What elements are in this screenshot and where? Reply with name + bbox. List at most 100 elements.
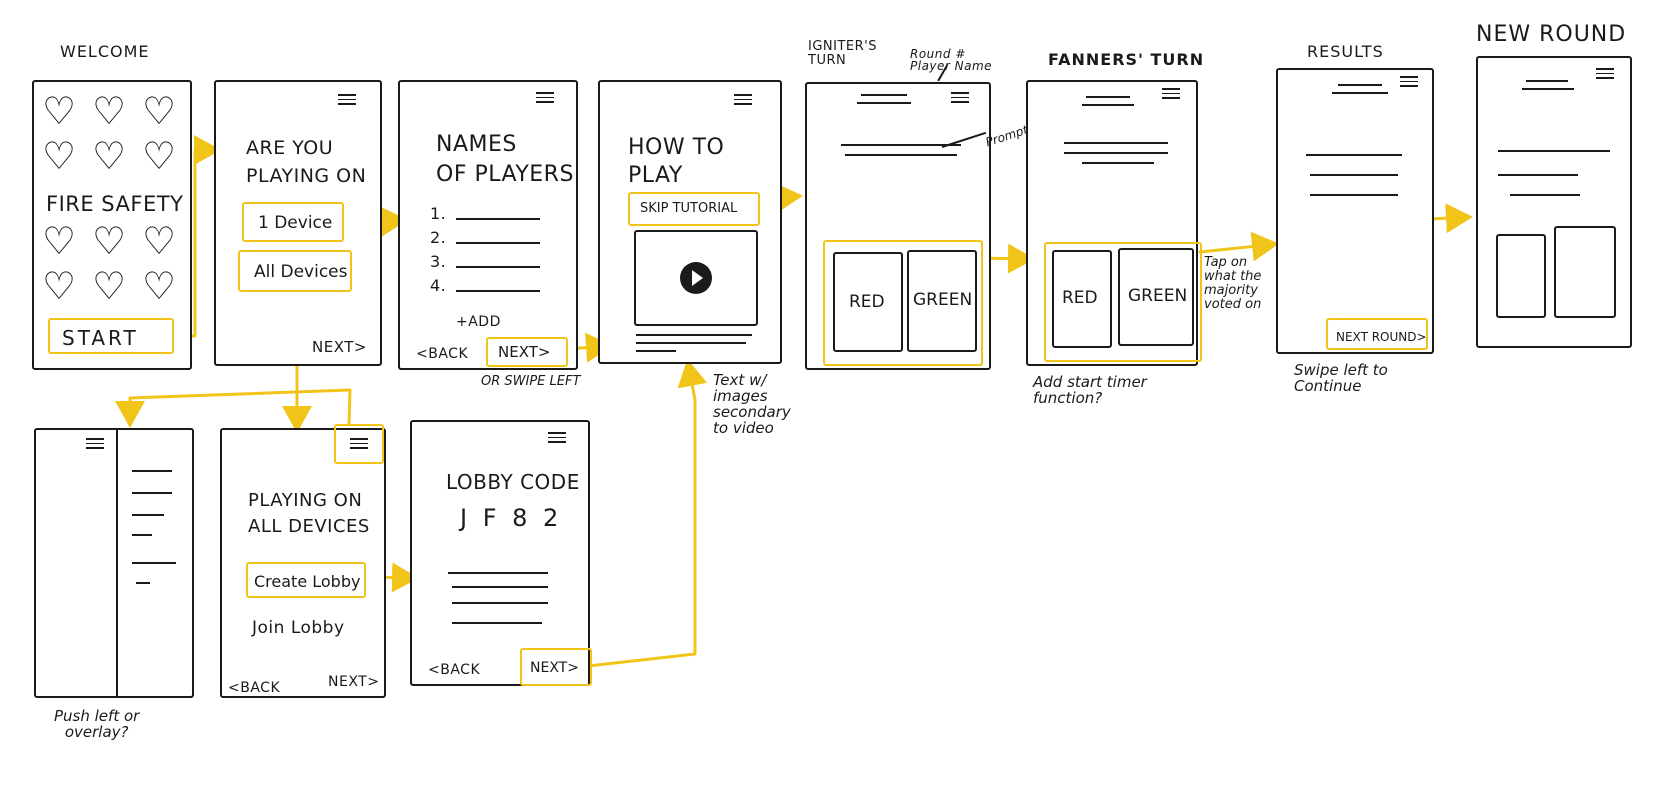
choice-card[interactable] bbox=[1496, 234, 1546, 318]
next-link[interactable]: NEXT> bbox=[328, 674, 380, 690]
menu-item[interactable] bbox=[136, 582, 150, 584]
text-line bbox=[636, 334, 752, 336]
menu-highlight[interactable] bbox=[334, 424, 384, 464]
join-lobby-link[interactable]: Join Lobby bbox=[252, 618, 345, 638]
playing-on-title: ARE YOU PLAYING ON bbox=[246, 137, 367, 187]
header-line bbox=[1526, 80, 1568, 82]
player-name-line bbox=[1082, 104, 1134, 106]
next-label: NEXT> bbox=[530, 660, 579, 676]
create-lobby-button[interactable]: Create Lobby bbox=[246, 562, 366, 598]
add-player-button[interactable]: +ADD bbox=[456, 314, 501, 330]
lobby-title: LOBBY CODE bbox=[446, 470, 580, 494]
welcome-heading: WELCOME bbox=[60, 42, 150, 61]
round-player-annotation: Round # Player Name bbox=[910, 47, 993, 73]
next-label: NEXT> bbox=[498, 343, 551, 361]
heart-icon: ♡ bbox=[142, 134, 177, 178]
hamburger-menu-icon[interactable] bbox=[734, 94, 752, 106]
all-devices-title: PLAYING ON ALL DEVICES bbox=[248, 490, 370, 537]
hamburger-menu-icon[interactable] bbox=[548, 432, 566, 444]
prompt-line bbox=[1064, 142, 1168, 144]
one-device-label: 1 Device bbox=[258, 213, 333, 233]
green-card[interactable]: GREEN bbox=[907, 250, 977, 352]
next-link[interactable]: NEXT> bbox=[312, 338, 367, 356]
player-name-line bbox=[857, 102, 911, 104]
round-number-line bbox=[861, 94, 907, 96]
heart-icon: ♡ bbox=[142, 264, 177, 308]
back-link[interactable]: <BACK bbox=[416, 346, 469, 362]
names-title: NAMES OF PLAYERS bbox=[436, 132, 574, 187]
play-icon[interactable] bbox=[680, 262, 712, 294]
hamburger-menu-icon[interactable] bbox=[1400, 76, 1418, 88]
heart-icon: ♡ bbox=[42, 89, 77, 133]
result-line bbox=[1310, 174, 1398, 176]
red-label: RED bbox=[1062, 288, 1098, 308]
menu-item[interactable] bbox=[132, 470, 172, 472]
red-label: RED bbox=[849, 292, 885, 312]
start-button[interactable]: START bbox=[48, 318, 174, 354]
back-link[interactable]: <BACK bbox=[228, 680, 281, 696]
menu-item[interactable] bbox=[132, 514, 164, 516]
skip-tutorial-label: SKIP TUTORIAL bbox=[640, 201, 738, 216]
next-button[interactable]: NEXT> bbox=[486, 337, 568, 367]
hamburger-menu-icon[interactable] bbox=[1596, 68, 1614, 80]
text-line bbox=[636, 342, 746, 344]
heart-icon: ♡ bbox=[142, 89, 177, 133]
player-name-input[interactable] bbox=[456, 266, 540, 268]
player-number: 2. bbox=[430, 228, 447, 247]
player-name-input[interactable] bbox=[456, 218, 540, 220]
all-devices-screen: PLAYING ON ALL DEVICES Create Lobby Join… bbox=[220, 424, 386, 698]
hamburger-menu-icon[interactable] bbox=[1162, 88, 1180, 100]
push-left-note: Push left or overlay? bbox=[54, 707, 140, 741]
hamburger-menu-icon[interactable] bbox=[951, 92, 969, 104]
player-number: 3. bbox=[430, 252, 447, 271]
playing-on-screen: ARE YOU PLAYING ON 1 Device All Devices … bbox=[214, 80, 382, 366]
choice-card[interactable] bbox=[1554, 226, 1616, 318]
results-screen: NEXT ROUND> bbox=[1276, 68, 1434, 354]
tutorial-video[interactable] bbox=[634, 230, 758, 326]
names-screen: NAMES OF PLAYERS 1. 2. 3. 4. +ADD <BACK … bbox=[398, 80, 578, 370]
arrow-menu-to-sidebar bbox=[115, 388, 352, 428]
menu-item[interactable] bbox=[132, 562, 176, 564]
header-line bbox=[1332, 92, 1388, 94]
lobby-code: J F 8 2 bbox=[460, 504, 563, 532]
heart-icon: ♡ bbox=[42, 134, 77, 178]
prompt-line bbox=[1064, 152, 1168, 154]
hamburger-menu-icon[interactable] bbox=[536, 92, 554, 104]
igniter-heading: IGNITER'S TURN bbox=[808, 39, 877, 68]
hamburger-menu-icon[interactable] bbox=[86, 438, 104, 450]
heart-icon: ♡ bbox=[42, 264, 77, 308]
lobby-screen: LOBBY CODE J F 8 2 <BACK NEXT> bbox=[410, 420, 592, 686]
swipe-left-note: OR SWIPE LEFT bbox=[481, 374, 581, 389]
hamburger-menu-icon[interactable] bbox=[350, 438, 368, 450]
fanners-heading: FANNERS' TURN bbox=[1048, 50, 1205, 69]
menu-item[interactable] bbox=[132, 492, 172, 494]
hamburger-menu-icon[interactable] bbox=[338, 94, 356, 106]
player-name-input[interactable] bbox=[456, 242, 540, 244]
new-round-screen bbox=[1476, 56, 1632, 348]
all-devices-label: All Devices bbox=[254, 262, 348, 282]
skip-tutorial-button[interactable]: SKIP TUTORIAL bbox=[628, 192, 760, 226]
one-device-button[interactable]: 1 Device bbox=[242, 202, 344, 242]
header-line bbox=[1338, 84, 1382, 86]
arrow-fanners-to-results bbox=[1198, 231, 1279, 262]
menu-item[interactable] bbox=[132, 534, 152, 536]
next-button[interactable]: NEXT> bbox=[520, 648, 592, 686]
player-line bbox=[452, 602, 548, 604]
timer-note: Add start timer function? bbox=[1033, 373, 1147, 407]
heart-icon: ♡ bbox=[92, 219, 127, 263]
green-card[interactable]: GREEN bbox=[1118, 248, 1194, 346]
how-to-title: HOW TO PLAY bbox=[628, 135, 725, 188]
back-link[interactable]: <BACK bbox=[428, 662, 481, 678]
tap-majority-note: Tap on what the majority voted on bbox=[1204, 255, 1262, 312]
heart-icon: ♡ bbox=[42, 219, 77, 263]
next-round-button[interactable]: NEXT ROUND> bbox=[1326, 318, 1428, 350]
text-line bbox=[636, 350, 676, 352]
prompt-line bbox=[1510, 194, 1580, 196]
round-number-line bbox=[1086, 96, 1130, 98]
red-card[interactable]: RED bbox=[833, 252, 903, 352]
red-card[interactable]: RED bbox=[1052, 250, 1112, 348]
create-lobby-label: Create Lobby bbox=[254, 572, 361, 591]
all-devices-button[interactable]: All Devices bbox=[238, 250, 352, 292]
player-name-input[interactable] bbox=[456, 290, 540, 292]
arrow-results-to-newround bbox=[1428, 203, 1473, 234]
